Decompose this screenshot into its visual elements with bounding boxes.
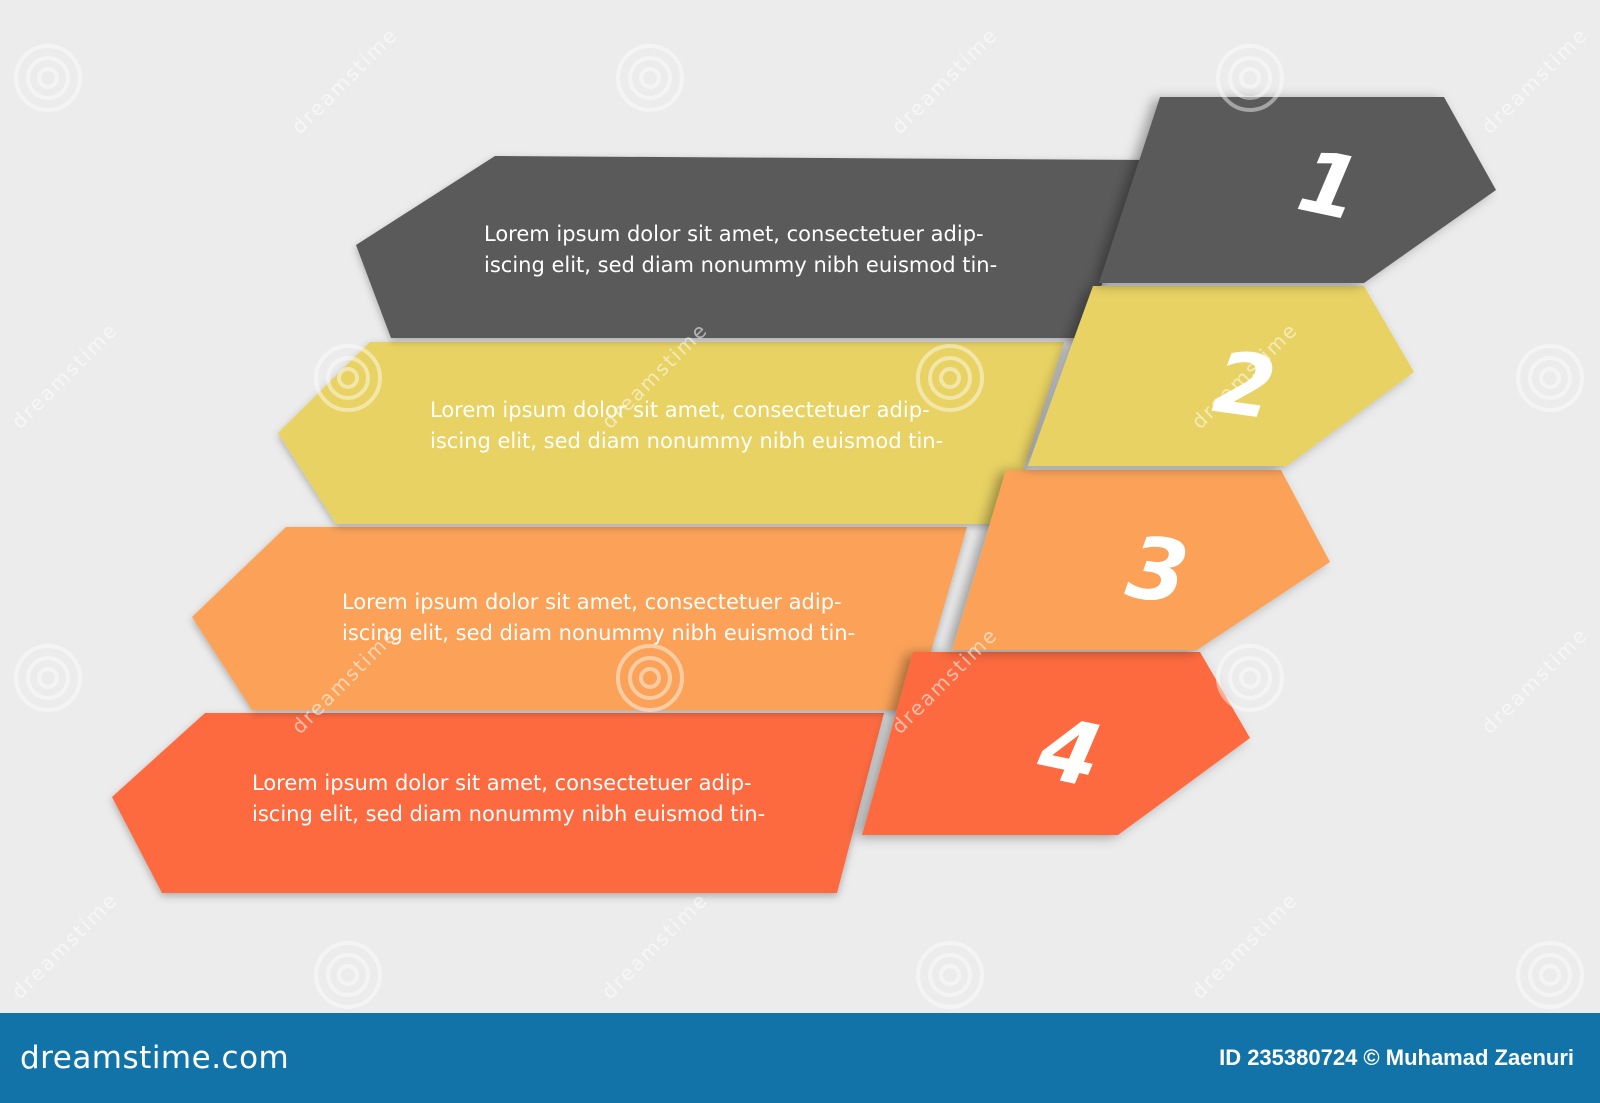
spiral-icon <box>916 941 984 1009</box>
step-4-text-line2: iscing elit, sed diam nonummy nibh euism… <box>252 802 765 826</box>
step-1-tab-shape <box>1099 97 1496 283</box>
spiral-icon <box>916 344 984 412</box>
watermark-label: dreamstime <box>597 887 713 1003</box>
spiral-icon <box>1216 644 1284 712</box>
step-3-number: 3 <box>1121 517 1194 624</box>
footer-credit: ID 235380724 © Muhamad Zaenuri <box>1219 1045 1574 1070</box>
step-infographic: Lorem ipsum dolor sit amet, consectetuer… <box>6 22 1593 1009</box>
watermark-label: dreamstime <box>887 22 1003 138</box>
step-3-text-line1: Lorem ipsum dolor sit amet, consectetuer… <box>342 590 842 614</box>
spiral-icon <box>1516 941 1584 1009</box>
spiral-icon <box>314 941 382 1009</box>
watermark-label: dreamstime <box>1477 22 1593 138</box>
spiral-icon <box>1216 44 1284 112</box>
step-2-text-line1: Lorem ipsum dolor sit amet, consectetuer… <box>430 398 930 422</box>
footer-brand[interactable]: dreamstime.com <box>20 1040 290 1076</box>
spiral-icon <box>1516 344 1584 412</box>
watermark-label: dreamstime <box>7 887 123 1003</box>
footer-bar: dreamstime.com ID 235380724 © Muhamad Za… <box>0 1013 1600 1103</box>
step-1-banner-shape <box>356 156 1148 338</box>
step-1-banner: Lorem ipsum dolor sit amet, consectetuer… <box>356 156 1148 338</box>
step-1-tab: 1 <box>1099 97 1496 283</box>
spiral-icon <box>616 44 684 112</box>
watermark-label: dreamstime <box>287 22 403 138</box>
step-3-tab: 3 <box>952 470 1330 650</box>
step-3-banner-shape <box>192 527 967 710</box>
step-3-tab-shape <box>952 470 1330 650</box>
spiral-icon <box>314 344 382 412</box>
step-2-number: 2 <box>1208 332 1281 439</box>
infographic-canvas: Lorem ipsum dolor sit amet, consectetuer… <box>6 22 1593 1009</box>
step-1-text-line1: Lorem ipsum dolor sit amet, consectetuer… <box>484 222 984 246</box>
spiral-icon <box>14 644 82 712</box>
step-2-banner-shape <box>278 342 1064 524</box>
watermark-label: dreamstime <box>7 317 123 433</box>
step-3-banner: Lorem ipsum dolor sit amet, consectetuer… <box>192 527 967 710</box>
spiral-icon <box>14 44 82 112</box>
step-3-text-line2: iscing elit, sed diam nonummy nibh euism… <box>342 621 855 645</box>
step-4-tab: 4 <box>862 652 1250 835</box>
step-2-tab-shape <box>1028 286 1414 466</box>
watermark-label: dreamstime <box>1187 887 1303 1003</box>
step-4-text-line1: Lorem ipsum dolor sit amet, consectetuer… <box>252 771 752 795</box>
step-2-text-line2: iscing elit, sed diam nonummy nibh euism… <box>430 429 943 453</box>
step-1-text-line2: iscing elit, sed diam nonummy nibh euism… <box>484 253 997 277</box>
step-2-tab: 2 <box>1028 286 1414 466</box>
step-4-banner-shape <box>112 713 884 893</box>
spiral-icon <box>616 644 684 712</box>
watermark <box>14 44 1584 1009</box>
watermark-label: dreamstime <box>1477 622 1593 738</box>
step-4-banner: Lorem ipsum dolor sit amet, consectetuer… <box>112 713 884 893</box>
step-2-banner: Lorem ipsum dolor sit amet, consectetuer… <box>278 342 1064 524</box>
step-4-tab-shape <box>862 652 1250 835</box>
